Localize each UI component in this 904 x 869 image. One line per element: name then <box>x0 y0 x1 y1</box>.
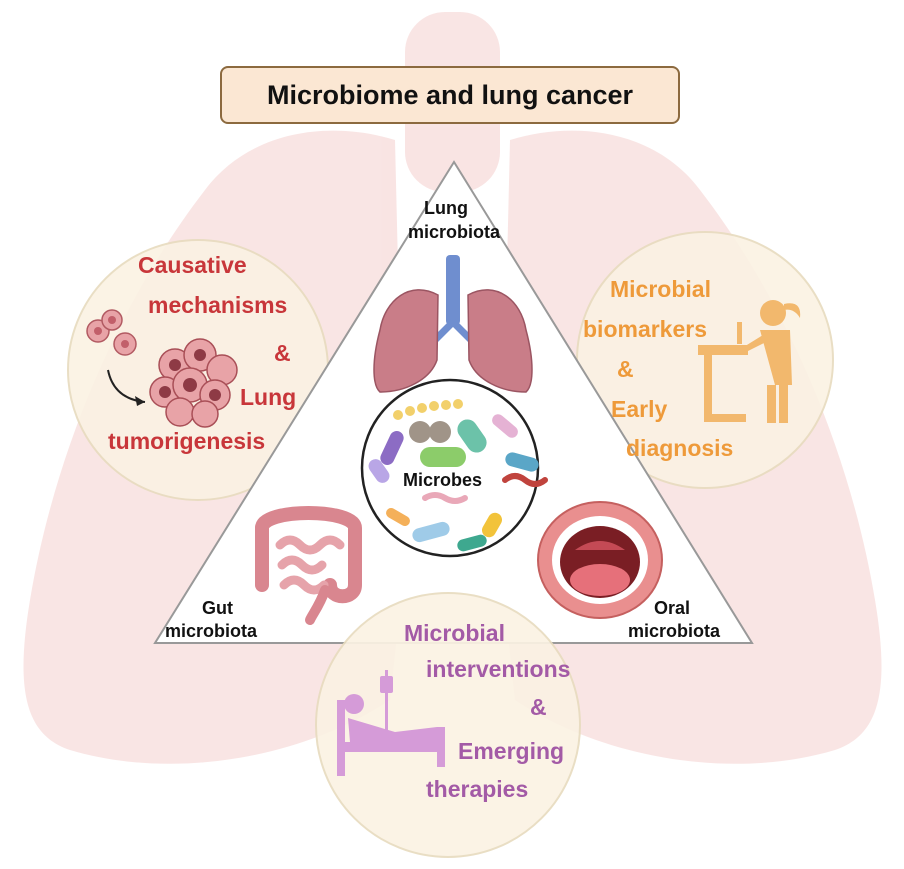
interventions-line-2: interventions <box>426 656 571 682</box>
interventions-line-3: & <box>530 694 547 720</box>
page-title: Microbiome and lung cancer <box>220 66 680 124</box>
microbes-icon <box>360 378 548 558</box>
scientist-lab-icon <box>698 300 801 423</box>
intestine-icon <box>255 506 362 625</box>
tumor-cells-icon <box>86 309 238 428</box>
biomarkers-line-4: Early <box>611 396 668 422</box>
biomarkers-line-2: biomarkers <box>583 316 708 342</box>
lung-microbiota-label-2: microbiota <box>408 222 501 242</box>
open-mouth-icon <box>537 501 663 619</box>
causative-line-2: mechanisms <box>148 292 288 318</box>
interventions-line-5: therapies <box>426 776 529 802</box>
oral-microbiota-label-1: Oral <box>654 598 691 618</box>
oral-microbiota-label-2: microbiota <box>628 621 721 641</box>
interventions-circle <box>315 592 581 858</box>
biomarkers-line-1: Microbial <box>610 276 711 302</box>
biomarkers-line-5: diagnosis <box>626 435 734 461</box>
lung-microbiota-label-1: Lung <box>424 198 468 218</box>
microbes-label: Microbes <box>403 470 483 490</box>
interventions-line-1: Microbial <box>404 620 505 646</box>
hospital-bed-icon <box>337 670 445 776</box>
gut-microbiota-label-2: microbiota <box>165 621 258 641</box>
gut-microbiota-label-1: Gut <box>202 598 233 618</box>
causative-line-1: Causative <box>138 252 247 278</box>
causative-line-5: tumorigenesis <box>108 428 266 454</box>
causative-line-4: Lung <box>240 384 297 410</box>
causative-line-3: & <box>274 340 291 366</box>
lung-organ-icon <box>373 255 533 393</box>
biomarkers-line-3: & <box>617 356 634 382</box>
interventions-line-4: Emerging <box>458 738 565 764</box>
